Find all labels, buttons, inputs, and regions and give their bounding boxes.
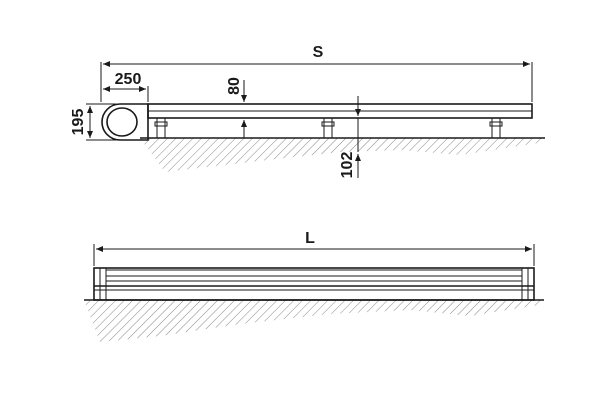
dimension-l: L (93, 230, 535, 266)
dimension-195-label: 195 (70, 109, 87, 136)
dimension-250: 250 (103, 71, 149, 102)
dimension-195: 195 (70, 103, 116, 141)
dimension-102: 102 (339, 96, 361, 179)
dimension-s: S (100, 44, 533, 102)
front-ground (84, 299, 544, 342)
dimension-80-label: 80 (226, 77, 243, 95)
side-feet (154, 117, 503, 139)
front-channel-body (93, 267, 535, 301)
side-view: S 250 195 80 102 (70, 44, 545, 178)
dimension-102-label: 102 (339, 152, 356, 179)
dimension-80: 80 (226, 77, 247, 138)
dimension-250-label: 250 (115, 71, 142, 88)
dimension-l-label: L (305, 230, 315, 247)
side-ground (140, 137, 545, 172)
side-tube-end (101, 103, 149, 141)
front-view: L (84, 230, 544, 342)
dimension-s-label: S (313, 44, 324, 61)
side-channel-profile (147, 103, 533, 119)
